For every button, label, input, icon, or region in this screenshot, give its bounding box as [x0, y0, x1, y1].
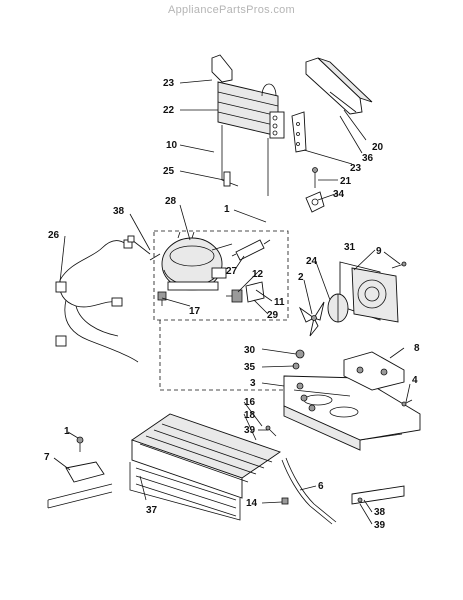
- callout-17: 17: [189, 306, 201, 317]
- callout-6: 6: [318, 481, 324, 492]
- callout-16: 16: [244, 397, 256, 408]
- callout-labels: 23 22 10 25 20 36 23 21 34 38 28 1 9 31 …: [44, 78, 420, 531]
- bracket-7: [47, 461, 113, 509]
- callout-3: 3: [250, 378, 256, 389]
- callout-12: 12: [252, 269, 264, 280]
- callout-22: 22: [163, 105, 175, 116]
- callout-2: 2: [298, 272, 304, 283]
- callout-9: 9: [376, 246, 382, 257]
- air-duct-bracket: [305, 57, 373, 115]
- callout-29: 29: [267, 310, 279, 321]
- callout-14: 14: [246, 498, 258, 509]
- grommet: [157, 291, 167, 306]
- machine-compartment-base: [283, 375, 421, 451]
- watermark: AppliancePartsPros.com: [167, 4, 296, 16]
- callout-36: 36: [362, 153, 374, 164]
- grommets-30-35: [292, 349, 305, 370]
- callout-25: 25: [163, 166, 175, 177]
- callout-23a: 23: [163, 78, 175, 89]
- overload-relay: [226, 281, 265, 303]
- bracket-8: [343, 351, 405, 391]
- callout-1b: 1: [64, 426, 70, 437]
- grommet-14: [281, 497, 289, 505]
- callout-4: 4: [412, 375, 418, 386]
- screw-1b: [76, 436, 84, 452]
- fan-blade: [298, 301, 325, 337]
- wire-harness: [55, 239, 161, 363]
- compressor-box: [153, 230, 289, 321]
- callout-35: 35: [244, 362, 256, 373]
- callout-11: 11: [274, 297, 285, 308]
- callout-23b: 23: [350, 163, 362, 174]
- callout-24: 24: [306, 256, 318, 267]
- fan-motor: [327, 293, 349, 323]
- callout-10: 10: [166, 140, 178, 151]
- callout-30: 30: [244, 345, 256, 356]
- callout-38a: 38: [113, 206, 125, 217]
- callout-7: 7: [44, 452, 50, 463]
- screw-39: [265, 425, 277, 437]
- callout-39b: 39: [374, 520, 386, 531]
- screw-4: [401, 399, 413, 407]
- clamp-and-screw: [305, 167, 325, 213]
- callout-34: 34: [333, 189, 345, 200]
- callout-18: 18: [244, 410, 256, 421]
- drain-tube: [281, 457, 337, 525]
- callout-37: 37: [146, 505, 158, 516]
- callout-20: 20: [372, 142, 384, 153]
- condenser-unit: [129, 413, 281, 521]
- callout-38b: 38: [374, 507, 386, 518]
- callout-31: 31: [344, 242, 356, 253]
- condenser-coil: [211, 54, 285, 196]
- callout-26: 26: [48, 230, 60, 241]
- callout-27: 27: [226, 266, 238, 277]
- screw-9: [391, 261, 407, 269]
- callout-21: 21: [340, 176, 352, 187]
- leader-lines: [53, 79, 411, 525]
- drain-pan: [351, 485, 405, 505]
- callout-39a: 39: [244, 425, 256, 436]
- fan-shroud: [339, 261, 399, 323]
- dashed-leader: [159, 320, 284, 391]
- callout-28: 28: [165, 196, 177, 207]
- sensor-wire: [127, 235, 151, 255]
- callout-1a: 1: [224, 204, 230, 215]
- side-bracket: [291, 111, 307, 153]
- callout-8: 8: [414, 343, 420, 354]
- filter-drier: [231, 239, 271, 261]
- compressor: [161, 231, 233, 291]
